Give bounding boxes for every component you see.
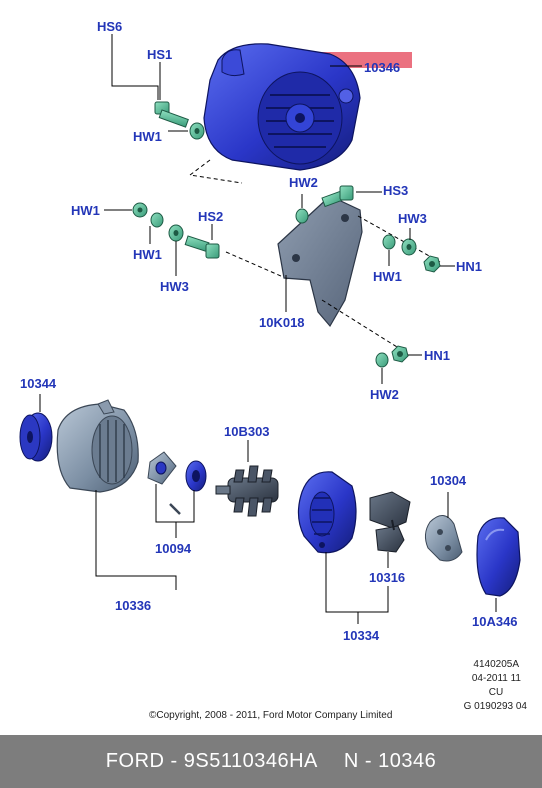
- washer-hw1-lower[interactable]: [150, 212, 164, 228]
- footnote-date: 04-2011 11: [472, 673, 522, 684]
- label-10b303: 10B303: [224, 424, 270, 439]
- bolt-hs3[interactable]: [321, 185, 354, 208]
- leaders-lower-groups: [95, 484, 389, 624]
- nut-hn1-b[interactable]: [391, 345, 409, 363]
- label-hw1-top: HW1: [133, 129, 162, 144]
- nut-hn1-a[interactable]: [423, 255, 441, 273]
- washer-hw3-left[interactable]: [168, 224, 184, 242]
- washer-hw1-b[interactable]: [382, 234, 396, 250]
- bearing-10094[interactable]: [185, 460, 207, 492]
- footnote-ref: 4140205A: [473, 659, 519, 670]
- rectifier-10304[interactable]: [424, 515, 463, 562]
- washer-hw1-top[interactable]: [189, 122, 205, 140]
- label-hs3: HS3: [383, 183, 408, 198]
- label-hs2: HS2: [198, 209, 223, 224]
- rotor-10b303[interactable]: [215, 465, 279, 517]
- label-10304: 10304: [430, 473, 467, 488]
- washer-hw1-left[interactable]: [132, 202, 148, 218]
- label-10344: 10344: [20, 376, 57, 391]
- label-10334: 10334: [343, 628, 380, 643]
- label-hw3-b: HW3: [398, 211, 427, 226]
- parts-diagram: HS6 HS1 10346 HW1 HW2 HS3 HW1 HS2 HW3 HW…: [19, 19, 528, 721]
- label-hn1-a: HN1: [456, 259, 482, 274]
- label-hs6: HS6: [97, 19, 122, 34]
- washer-hw2-a[interactable]: [295, 208, 309, 224]
- label-10094: 10094: [155, 541, 192, 556]
- label-hw2-b: HW2: [370, 387, 399, 402]
- screws-10094[interactable]: [169, 503, 181, 515]
- label-hw2-a: HW2: [289, 175, 318, 190]
- label-hw1-b: HW1: [373, 269, 402, 284]
- leaders-bracket: [285, 215, 441, 353]
- leaders-right-group: [301, 191, 455, 384]
- leaders-top-left: [111, 34, 243, 184]
- footnote-code: CU: [489, 687, 503, 698]
- label-hw1-left: HW1: [71, 203, 100, 218]
- washer-hw3-b[interactable]: [401, 238, 417, 256]
- bracket-10k018[interactable]: [277, 195, 363, 328]
- label-hn1-b: HN1: [424, 348, 450, 363]
- bolt-hs2[interactable]: [184, 235, 220, 259]
- rear-cover-10a346[interactable]: [476, 517, 521, 597]
- footnote-copyright: ©Copyright, 2008 - 2011, Ford Motor Comp…: [149, 710, 392, 721]
- bolt-hs1[interactable]: [154, 101, 189, 128]
- part-number-footer: FORD - 9S5110346HA N - 10346: [0, 735, 542, 788]
- label-10346: 10346: [364, 60, 400, 75]
- pulley-10344[interactable]: [19, 412, 53, 462]
- regulator-10316[interactable]: [369, 491, 411, 553]
- label-10316: 10316: [369, 570, 405, 585]
- label-10k018: 10K018: [259, 315, 305, 330]
- alternator-assembly-10346[interactable]: [203, 43, 361, 171]
- label-10a346: 10A346: [472, 614, 518, 629]
- front-housing-10336[interactable]: [56, 399, 139, 493]
- footer-brand-part: FORD - 9S5110346HA: [105, 750, 318, 772]
- bearing-retainer-10094[interactable]: [147, 451, 177, 485]
- label-10336: 10336: [115, 598, 151, 613]
- washer-hw2-b[interactable]: [375, 352, 389, 368]
- rear-housing-10334[interactable]: [297, 471, 357, 554]
- leaders-left-group: [104, 209, 291, 281]
- label-hw1-lower: HW1: [133, 247, 162, 262]
- label-hw3-a: HW3: [160, 279, 189, 294]
- footnote-g: G 0190293 04: [464, 701, 528, 712]
- label-hs1: HS1: [147, 47, 172, 62]
- footer-n-part: N - 10346: [343, 750, 437, 772]
